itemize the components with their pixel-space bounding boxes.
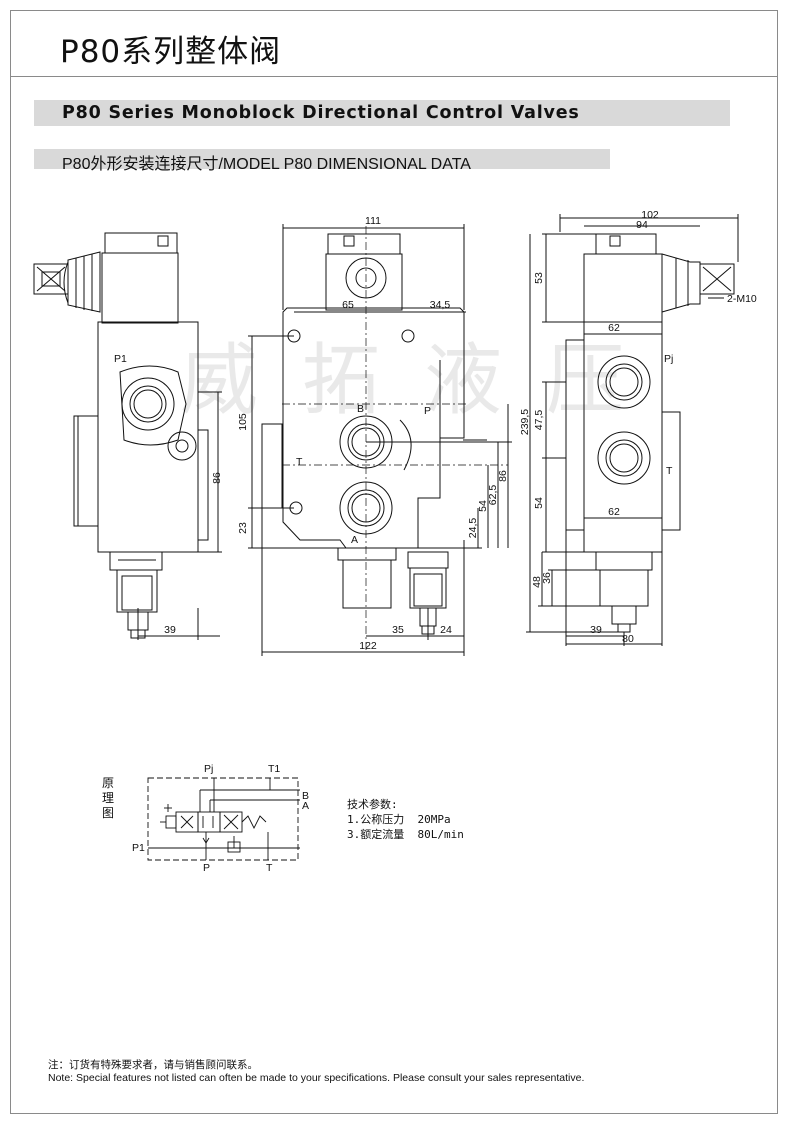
- page-title: P80系列整体阀: [60, 34, 282, 70]
- schematic-pj: Pj: [204, 763, 213, 775]
- port-label-p: P: [424, 405, 431, 417]
- dim-23: 23: [237, 522, 249, 534]
- port-label-t: T: [296, 456, 303, 468]
- port-label-t-right: T: [666, 465, 673, 477]
- dim-47-5: 47,5: [533, 410, 545, 431]
- dim-24-5: 24,5: [467, 518, 479, 539]
- dim-54-mid: 54: [477, 500, 489, 512]
- technical-specs: 技术参数: 1.公称压力 20MPa 3.额定流量 80L/min: [347, 797, 464, 842]
- dim-122: 122: [359, 640, 377, 652]
- section-banner: P80外形安装连接尺寸/MODEL P80 DIMENSIONAL DATA: [34, 149, 610, 173]
- dim-105: 105: [237, 413, 249, 431]
- footer-note-en: Note: Special features not listed can of…: [48, 1072, 585, 1084]
- dim-102: 102: [641, 209, 659, 221]
- dim-39-right: 39: [590, 624, 602, 636]
- dim-239-5: 239,5: [519, 409, 531, 435]
- specs-heading: 技术参数:: [347, 798, 398, 811]
- side-view-right: 102 94 53 2-M10 62 239,5 47,5 54 62 48: [519, 209, 757, 646]
- dim-34-5: 34,5: [430, 299, 451, 311]
- dim-53: 53: [533, 272, 545, 284]
- schematic-t: T: [266, 862, 273, 874]
- page-frame: [10, 10, 778, 1114]
- specs-flow: 3.额定流量 80L/min: [347, 828, 464, 841]
- dim-24: 24: [440, 624, 452, 636]
- schematic-b: B: [302, 790, 309, 802]
- dim-54-right: 54: [533, 497, 545, 509]
- schematic-caption: 原理图: [101, 776, 114, 820]
- schematic-p: P: [203, 862, 210, 874]
- dim-39-left: 39: [164, 624, 176, 636]
- port-label-b: B: [357, 403, 364, 415]
- schematic-p1: P1: [132, 842, 145, 854]
- port-label-a: A: [351, 534, 358, 546]
- series-banner: P80 Series Monoblock Directional Control…: [34, 100, 730, 126]
- front-view-center: 111 65 34,5 105 23 24,5 54 62,5 86 35 24: [237, 215, 512, 656]
- schematic-labels: Pj T1 B A P1 P T: [132, 763, 309, 874]
- dim-65: 65: [342, 299, 354, 311]
- dim-36: 36: [541, 572, 553, 584]
- side-view-left: 86 39 P1: [33, 232, 223, 640]
- port-label-p1: P1: [114, 353, 127, 365]
- dim-48: 48: [531, 576, 543, 588]
- dim-2-m10: 2-M10: [727, 293, 757, 305]
- footer-note: 注：订货有特殊要求者，请与销售顾问联系。 Note: Special featu…: [48, 1059, 584, 1085]
- dim-35: 35: [392, 624, 404, 636]
- specs-pressure: 1.公称压力 20MPa: [347, 813, 451, 826]
- port-label-pj: Pj: [664, 353, 673, 365]
- title-divider: [10, 76, 778, 77]
- dim-62-top: 62: [608, 322, 620, 334]
- series-banner-text: P80 Series Monoblock Directional Control…: [62, 103, 580, 123]
- dim-111: 111: [365, 215, 381, 227]
- hydraulic-schematic: [147, 777, 300, 861]
- section-banner-text: P80外形安装连接尺寸/MODEL P80 DIMENSIONAL DATA: [62, 156, 471, 173]
- footer-note-cn: 注：订货有特殊要求者，请与销售顾问联系。: [48, 1059, 258, 1071]
- schematic-a: A: [302, 800, 309, 812]
- dim-62-bottom: 62: [608, 506, 620, 518]
- schematic-t1: T1: [268, 763, 280, 775]
- watermark: 威拓液压: [180, 336, 669, 426]
- dim-94: 94: [636, 219, 648, 231]
- dim-62-5: 62,5: [487, 485, 499, 506]
- dim-80: 80: [622, 633, 634, 645]
- dim-86-mid: 86: [497, 470, 509, 482]
- dim-86-left: 86: [211, 472, 223, 484]
